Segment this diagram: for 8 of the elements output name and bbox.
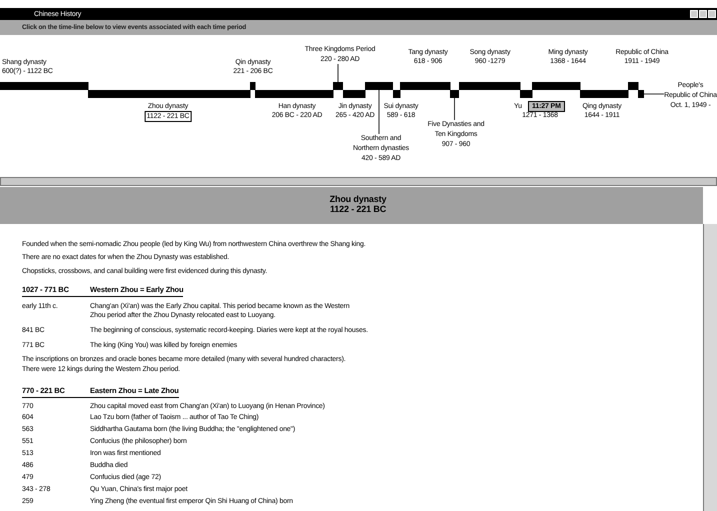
leader-line bbox=[378, 90, 380, 134]
leader-line bbox=[454, 98, 455, 120]
timeline-segment bbox=[450, 90, 459, 98]
panel-title: 1122 - 221 BC bbox=[330, 205, 386, 214]
timeline-segment bbox=[638, 90, 644, 98]
timeline-segment bbox=[333, 82, 343, 90]
panel-title: Zhou dynasty bbox=[330, 195, 386, 204]
timeline-segment bbox=[365, 82, 393, 90]
